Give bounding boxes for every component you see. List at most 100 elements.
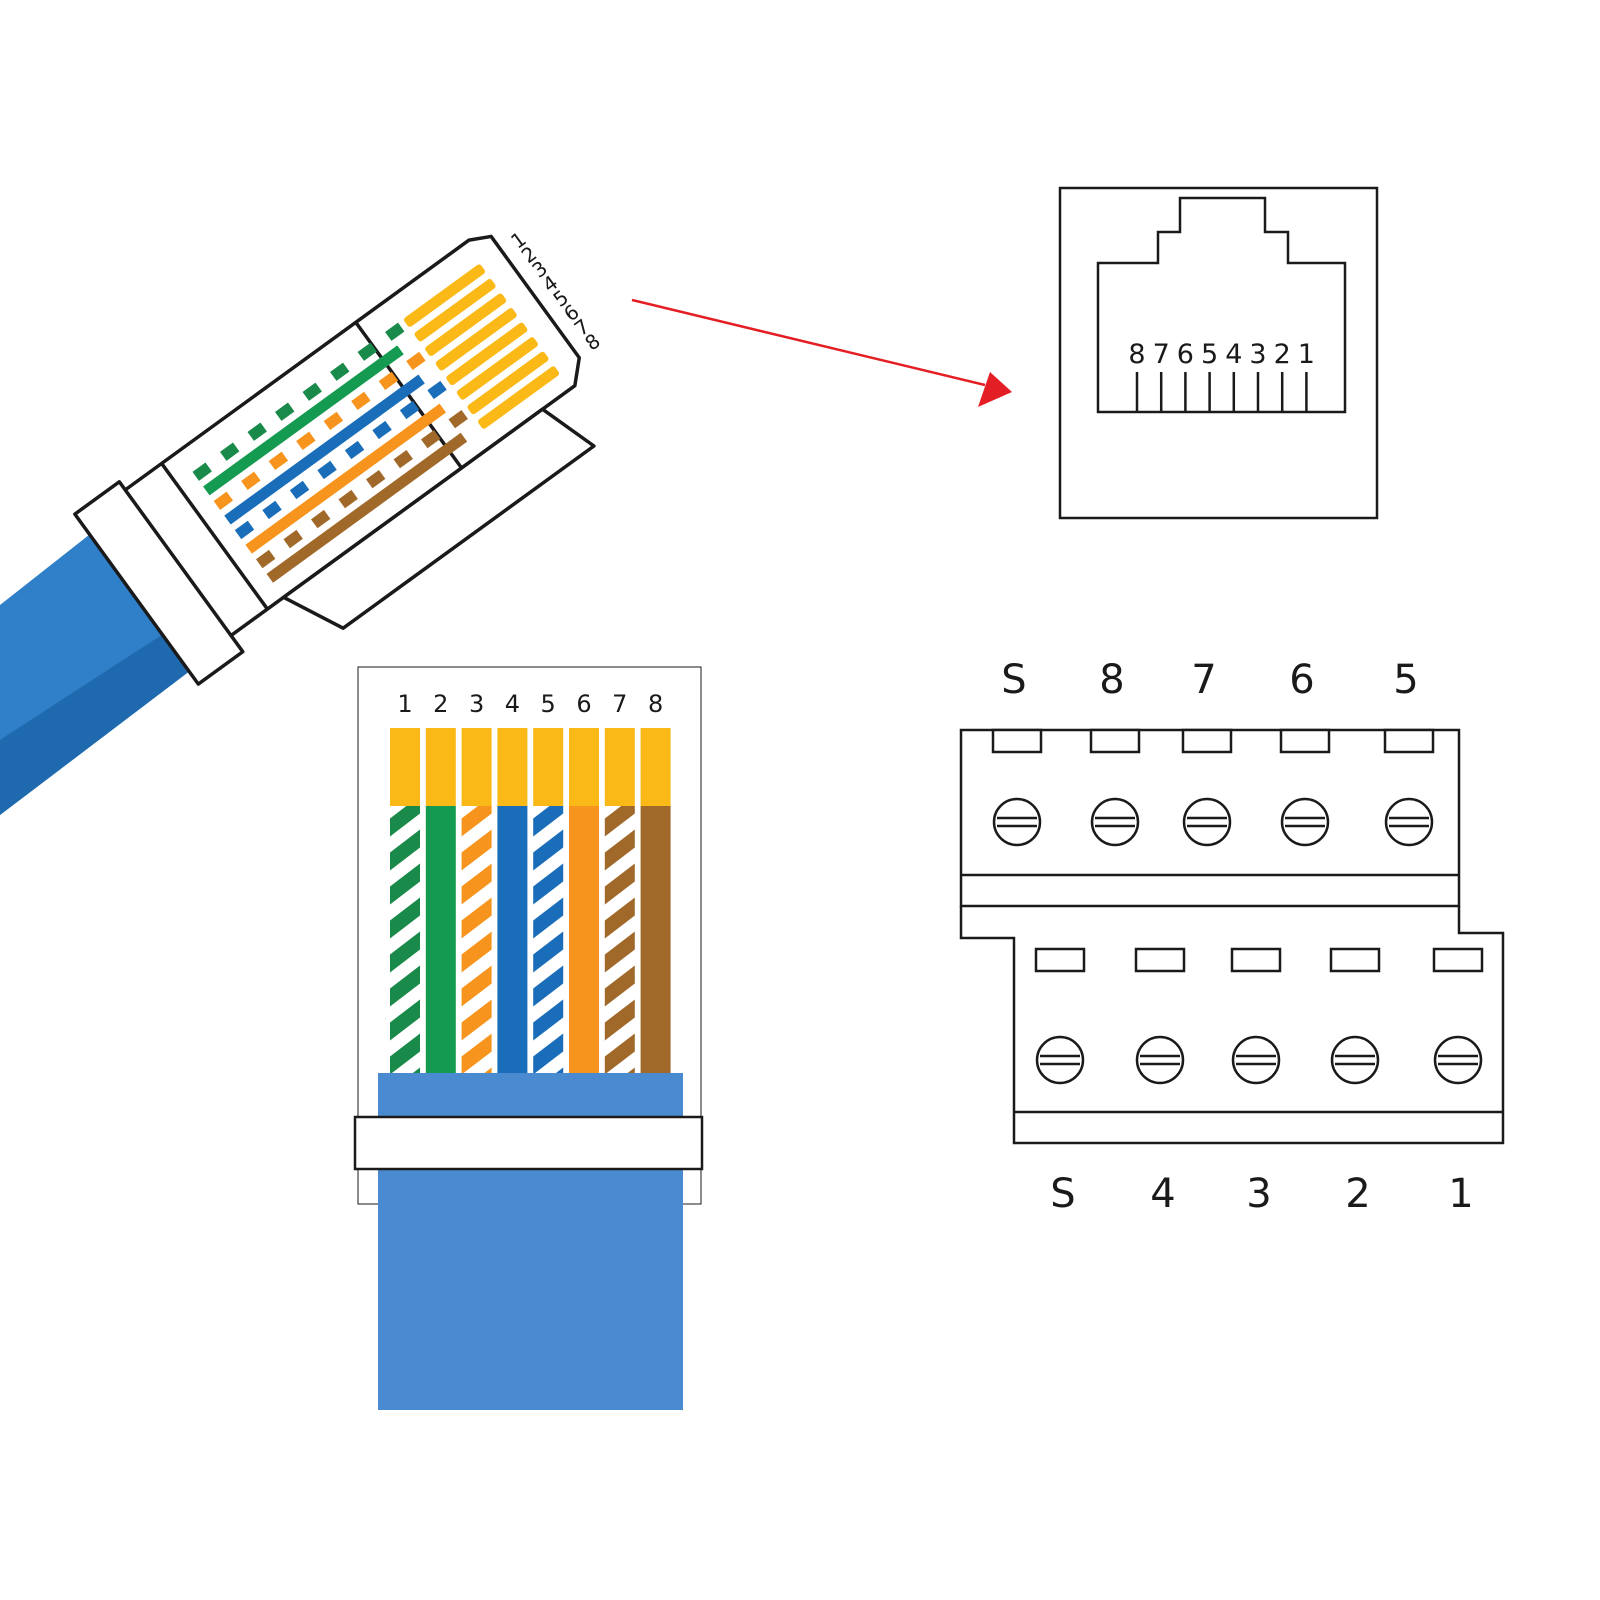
plug-pin-label: 6 — [576, 690, 591, 718]
terminal-top-label: 5 — [1393, 657, 1418, 703]
terminal-bottom-screws — [1035, 1035, 1483, 1085]
terminal-tab — [1279, 728, 1331, 754]
terminal-bottom-label: 2 — [1345, 1171, 1370, 1217]
plug-pin-label: 4 — [505, 690, 520, 718]
terminal-tab — [1432, 947, 1484, 973]
wire-blue-white — [533, 806, 564, 1074]
terminal-tab — [1329, 947, 1381, 973]
terminal-tab — [1181, 728, 1233, 754]
terminal-screw — [1330, 1035, 1380, 1085]
angled-wire-orange-white — [213, 351, 426, 510]
plug-pin-label: 8 — [648, 690, 663, 718]
terminal-screw — [1280, 797, 1330, 847]
plug-pin-label: 7 — [612, 690, 627, 718]
terminal-block: S 8 7 6 5 S 4 3 2 1 — [959, 657, 1505, 1217]
gold-contact — [497, 728, 528, 806]
terminal-top-labels: S 8 7 6 5 — [1001, 657, 1418, 703]
plug-pin-label: 1 — [397, 690, 412, 718]
terminal-bottom-row — [959, 906, 1505, 1145]
terminal-top-label: S — [1001, 657, 1026, 703]
terminal-top-label: 8 — [1099, 657, 1124, 703]
terminal-bottom-label: 1 — [1448, 1171, 1473, 1217]
jack-pin-label: 1 — [1298, 339, 1315, 370]
angled-wire-orange — [245, 403, 447, 554]
terminal-tab — [1230, 947, 1282, 973]
plug-pin-label: 3 — [469, 690, 484, 718]
jack-front-view — [1058, 186, 1379, 520]
terminal-tab — [1089, 728, 1141, 754]
jack-opening — [1096, 196, 1347, 414]
terminal-bottom-tabs — [1034, 947, 1484, 973]
angled-wire-blue-white — [234, 380, 447, 540]
terminal-top-screws — [992, 797, 1434, 847]
terminal-screw — [1090, 797, 1140, 847]
gold-contact — [390, 728, 420, 806]
angled-wire-green-white — [192, 322, 405, 481]
wire-orange-white — [461, 806, 492, 1074]
terminal-bottom-labels: S 4 3 2 1 — [1050, 1171, 1473, 1217]
angled-wires — [192, 322, 468, 583]
angled-contacts — [404, 264, 560, 429]
angled-gold-contact — [435, 308, 517, 371]
angled-gold-contact — [456, 337, 538, 400]
wire-green-white — [390, 806, 420, 1074]
angled-pin-label: 8 — [580, 329, 604, 356]
angled-wire-blue — [224, 374, 425, 525]
angled-wire-brown — [266, 432, 468, 583]
angled-gold-contact — [446, 322, 528, 386]
terminal-top-label: 7 — [1191, 657, 1216, 703]
terminal-screw — [1135, 1035, 1185, 1085]
plug-latch — [281, 407, 596, 630]
terminal-tab — [991, 728, 1043, 754]
jack-pin-label: 3 — [1249, 339, 1266, 370]
terminal-screw — [1231, 1035, 1281, 1085]
wire-brown — [640, 806, 671, 1074]
crimp-band — [353, 1115, 704, 1171]
terminal-tab — [1134, 947, 1186, 973]
angled-gold-contact — [467, 351, 549, 415]
jack-pin-label: 8 — [1128, 339, 1145, 370]
terminal-top-tabs — [991, 728, 1435, 754]
angled-wire-green — [203, 345, 404, 496]
angled-gold-contact — [414, 279, 496, 342]
jack-pin-label: 5 — [1201, 339, 1218, 370]
arrowhead — [978, 372, 1012, 407]
angled-wire-brown-white — [255, 409, 468, 569]
terminal-screw — [1035, 1035, 1085, 1085]
gold-contact — [533, 728, 564, 806]
terminal-bottom-label: 4 — [1150, 1171, 1175, 1217]
terminal-tab — [1383, 728, 1435, 754]
direction-arrow — [631, 298, 1012, 407]
plug-boot — [73, 480, 245, 686]
wire-blue — [497, 806, 528, 1074]
gold-contact — [425, 728, 456, 806]
wire-green — [425, 806, 456, 1074]
terminal-tab — [1034, 947, 1086, 973]
terminal-bottom-label: 3 — [1246, 1171, 1271, 1217]
wire-orange — [569, 806, 599, 1074]
gold-contact — [461, 728, 492, 806]
terminal-screw — [1433, 1035, 1483, 1085]
straight-contacts — [390, 728, 671, 806]
angled-cable-shade — [0, 610, 228, 815]
jack-pin-label: 6 — [1177, 339, 1194, 370]
gold-contact — [640, 728, 671, 806]
terminal-screw — [992, 797, 1042, 847]
gold-contact — [604, 728, 635, 806]
terminal-bottom-label: S — [1050, 1171, 1075, 1217]
gold-contact — [569, 728, 599, 806]
terminal-top-label: 6 — [1289, 657, 1314, 703]
angled-gold-contact — [404, 264, 485, 327]
angled-gold-contact — [478, 366, 560, 429]
wire-brown-white — [604, 806, 635, 1074]
plug-pin-label: 2 — [433, 690, 448, 718]
jack-pin-label: 4 — [1225, 339, 1242, 370]
terminal-screw — [1182, 797, 1232, 847]
straight-wires — [390, 806, 671, 1074]
jack-pin-label: 2 — [1274, 339, 1291, 370]
angled-gold-contact — [425, 293, 507, 356]
